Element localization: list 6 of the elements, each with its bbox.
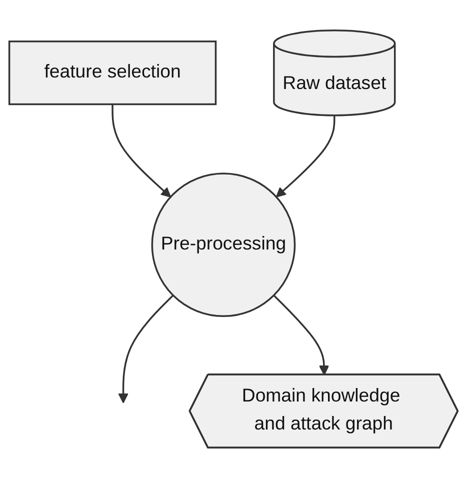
arrow bbox=[273, 294, 330, 376]
arrow bbox=[112, 104, 172, 198]
node-box: feature selection bbox=[8, 40, 217, 106]
node-circle: Pre-processing bbox=[151, 172, 296, 318]
arrow bbox=[118, 294, 174, 404]
arrow bbox=[276, 115, 336, 198]
